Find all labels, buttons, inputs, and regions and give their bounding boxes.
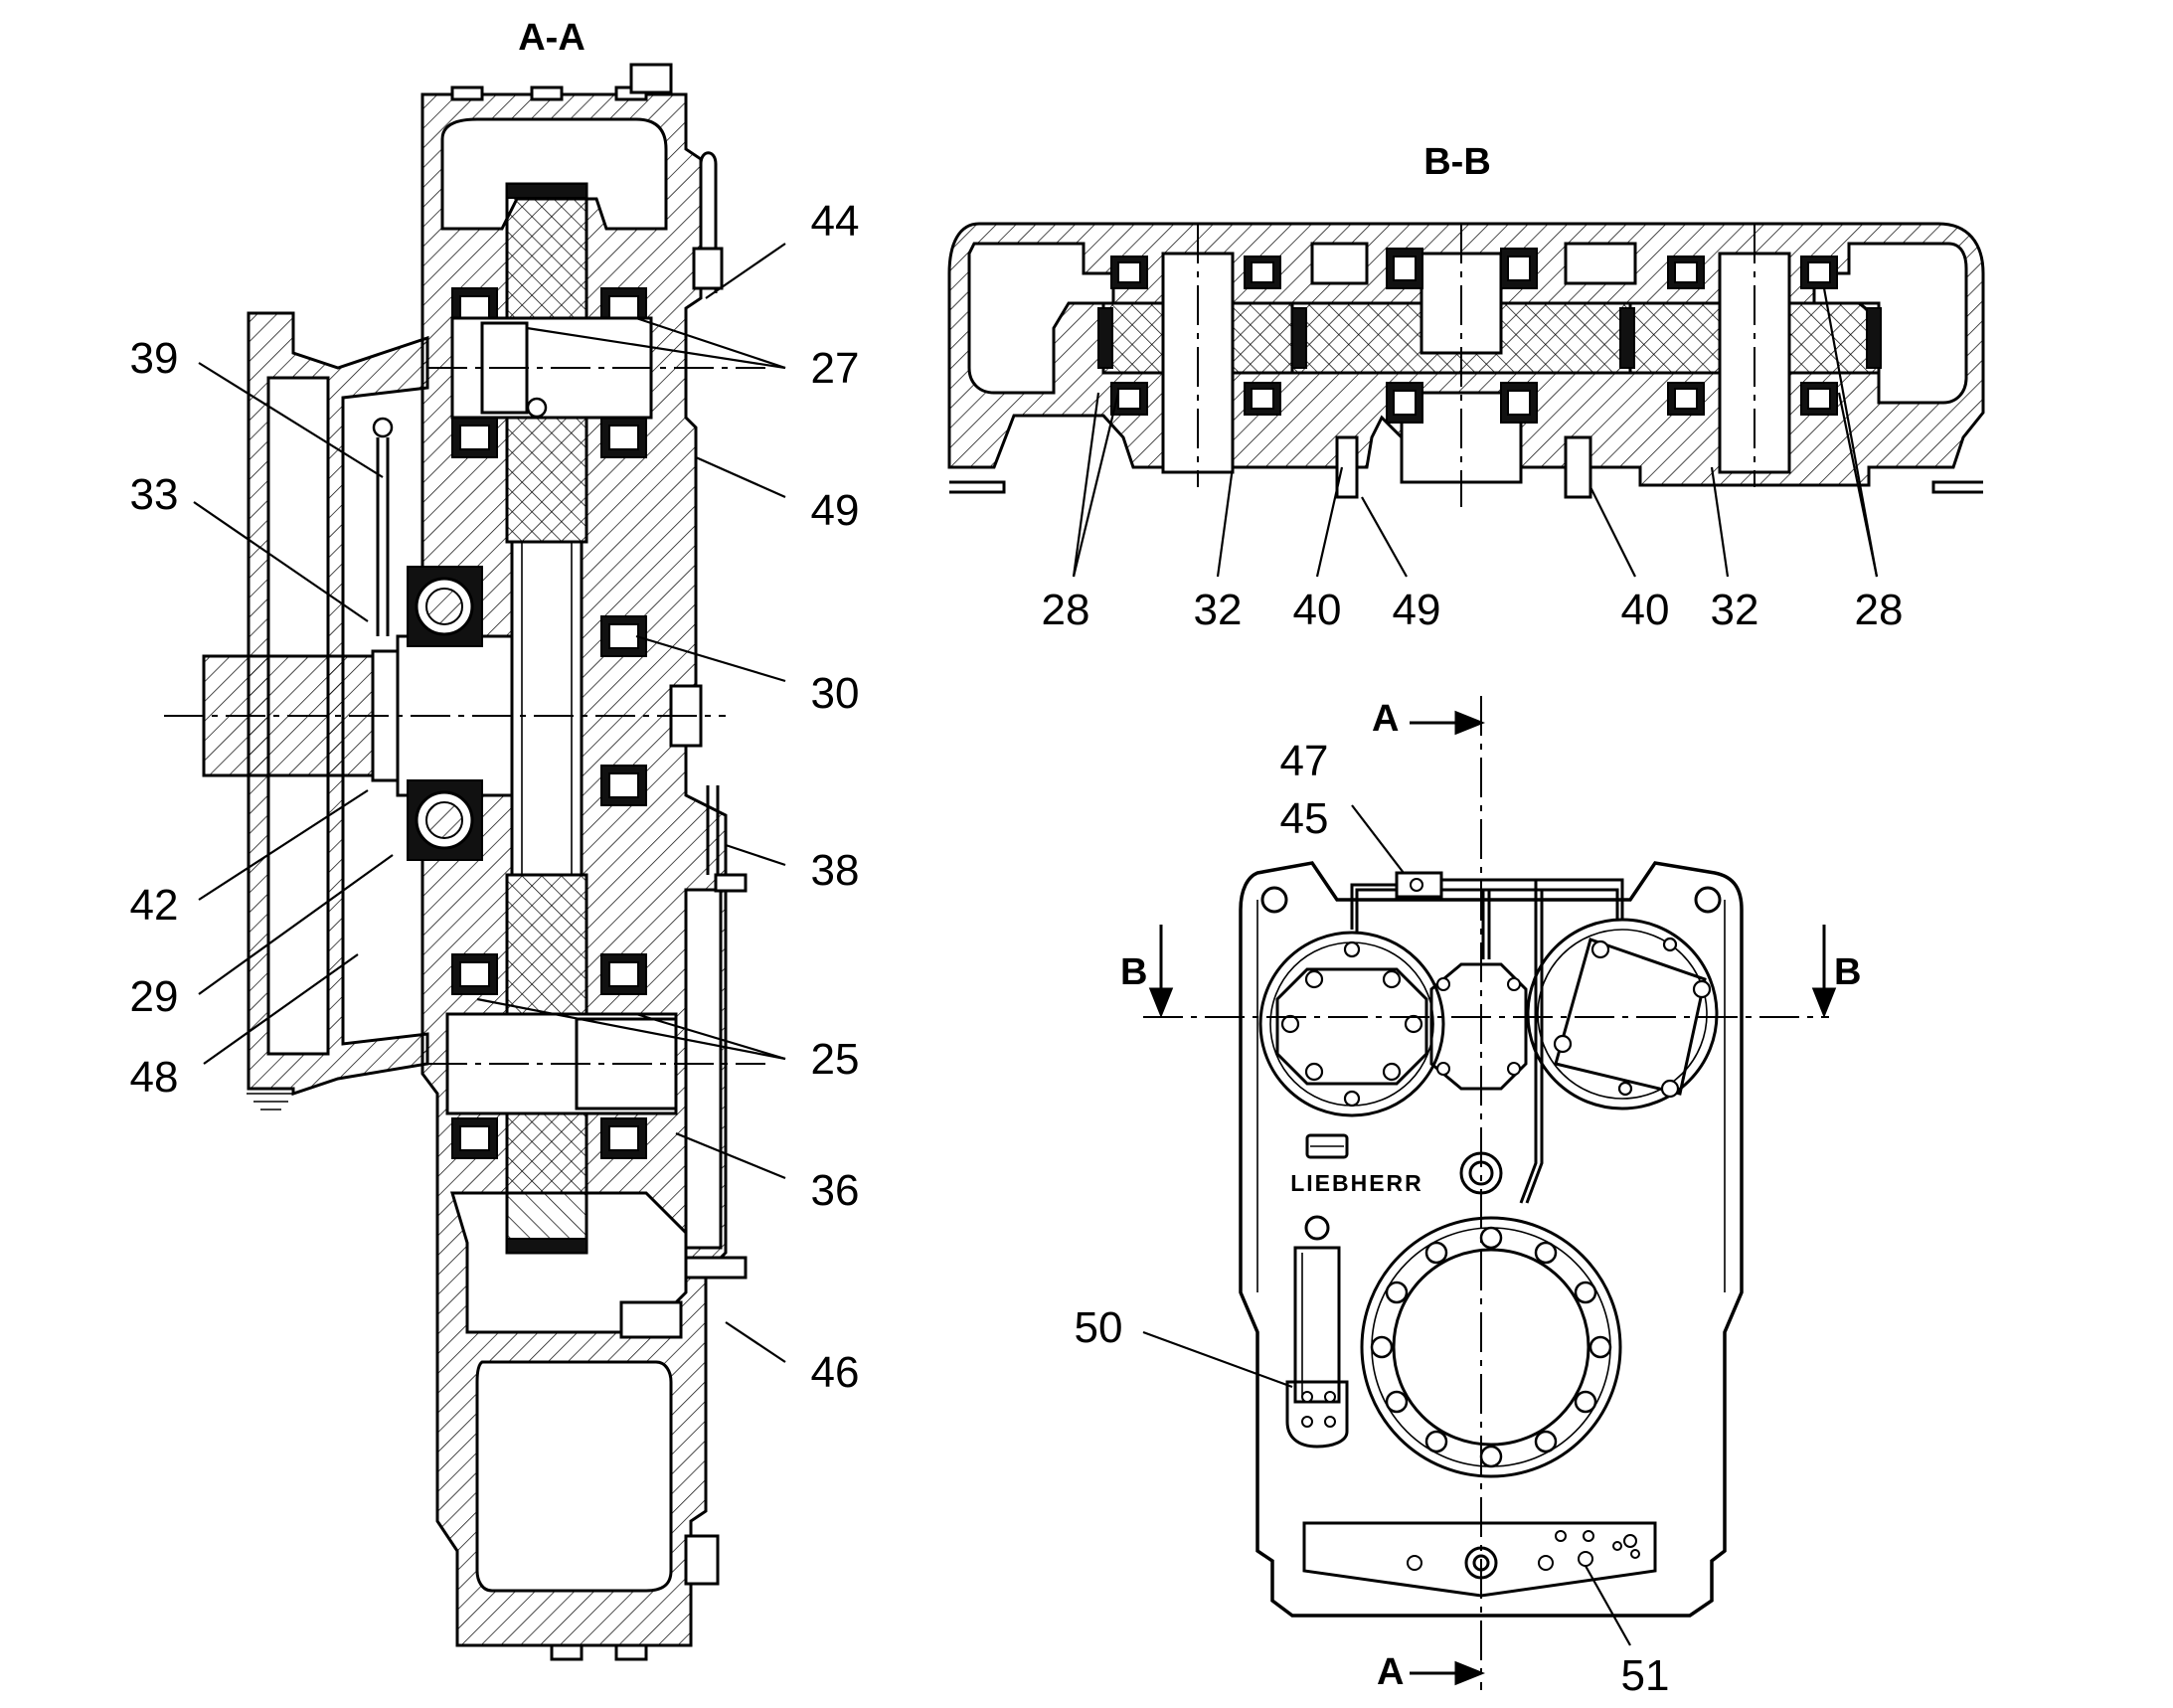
callout-25: 25 (811, 1035, 860, 1084)
callout-42: 42 (130, 881, 179, 930)
callout-39: 39 (130, 334, 179, 383)
bottom-panel (1302, 1521, 1657, 1598)
callout-30: 30 (811, 669, 860, 718)
bb-pipe-right (1931, 480, 1983, 494)
center-flange (1429, 962, 1528, 1091)
breather-tube (699, 151, 718, 293)
bb-fitting-40b (1564, 435, 1592, 499)
front-view: LIEBHERR (1120, 696, 1861, 1693)
bb-pocket-mid1 (1310, 242, 1369, 285)
lube-pipe-right (706, 785, 720, 875)
callout-38: 38 (811, 846, 860, 895)
upper-gear-teeth (506, 183, 587, 199)
callout-47: 47 (1280, 737, 1329, 785)
ground-symbol (247, 1093, 293, 1110)
callout-bb-28-right: 28 (1855, 586, 1904, 634)
callout-bb-40-left: 40 (1293, 586, 1342, 634)
cut-label-b-right: B (1834, 951, 1861, 993)
callout-bb-40-right: 40 (1621, 586, 1670, 634)
bb-bearing-inner (1117, 256, 1831, 416)
front-pipe-down (1481, 890, 1491, 959)
callout-27: 27 (811, 344, 860, 393)
callouts: 44 27 39 49 33 30 38 42 29 25 48 36 46 2… (130, 197, 1904, 1700)
lower-cavity (475, 1360, 673, 1593)
callout-36: 36 (811, 1166, 860, 1215)
callout-44: 44 (811, 197, 860, 246)
callout-51: 51 (1621, 1651, 1670, 1700)
front-pipe-right (1536, 878, 1624, 920)
callout-45: 45 (1280, 794, 1329, 843)
brand-logo: LIEBHERR (1290, 1170, 1423, 1196)
callout-bb-49: 49 (1393, 586, 1441, 634)
arrow-a-bottom (1410, 1660, 1486, 1686)
cut-label-b-left: B (1120, 951, 1147, 993)
front-pipe-long (1519, 890, 1544, 1204)
front-housing-outline (1239, 861, 1744, 1618)
output-flange (1360, 1216, 1622, 1478)
motor-port-right (1526, 918, 1719, 1110)
cut-label-a-bottom: A (1377, 1651, 1404, 1693)
callout-33: 33 (130, 470, 179, 519)
breather-fitting (692, 247, 724, 290)
callout-bb-32-right: 32 (1711, 586, 1759, 634)
section-bb-title: B-B (1423, 141, 1491, 183)
callout-bb-32-left: 32 (1194, 586, 1243, 634)
callout-50: 50 (1075, 1303, 1123, 1352)
front-body-edges (1256, 900, 1726, 1292)
roller-bearing-inner (459, 295, 639, 1151)
section-aa-view: A-A (164, 17, 765, 1661)
callout-29: 29 (130, 972, 179, 1021)
top-bolts (450, 63, 673, 101)
callout-48: 48 (130, 1053, 179, 1102)
cut-label-a-top: A (1372, 698, 1399, 740)
section-bb-view: B-B (947, 141, 1985, 507)
ball-bearing-upper (407, 566, 483, 647)
level-gauge (1285, 1215, 1349, 1449)
leader-lines (193, 243, 1879, 1646)
section-aa-title: A-A (518, 17, 585, 59)
arrow-a-top (1410, 710, 1486, 736)
lube-pipe-left (376, 437, 390, 636)
upper-cavity (440, 117, 668, 231)
bb-pocket-mid2 (1564, 242, 1637, 285)
lift-hole-right (1694, 886, 1722, 914)
front-pipe-top (1431, 878, 1538, 892)
callout-bb-28-left: 28 (1042, 586, 1090, 634)
ball-bearing-lower (407, 779, 483, 861)
arrow-b-left (1148, 925, 1174, 1019)
bottom-bolts (550, 1256, 748, 1661)
bb-fitting-40a (1335, 435, 1359, 499)
lift-hole-left (1260, 886, 1288, 914)
arrow-b-right (1811, 925, 1837, 1019)
callout-46: 46 (811, 1348, 860, 1397)
right-cover (684, 888, 723, 1250)
callout-49-aa: 49 (811, 486, 860, 535)
motor-port-left (1258, 931, 1445, 1117)
lower-gear-teeth (506, 1238, 587, 1254)
bb-pipe-left (949, 480, 1006, 494)
